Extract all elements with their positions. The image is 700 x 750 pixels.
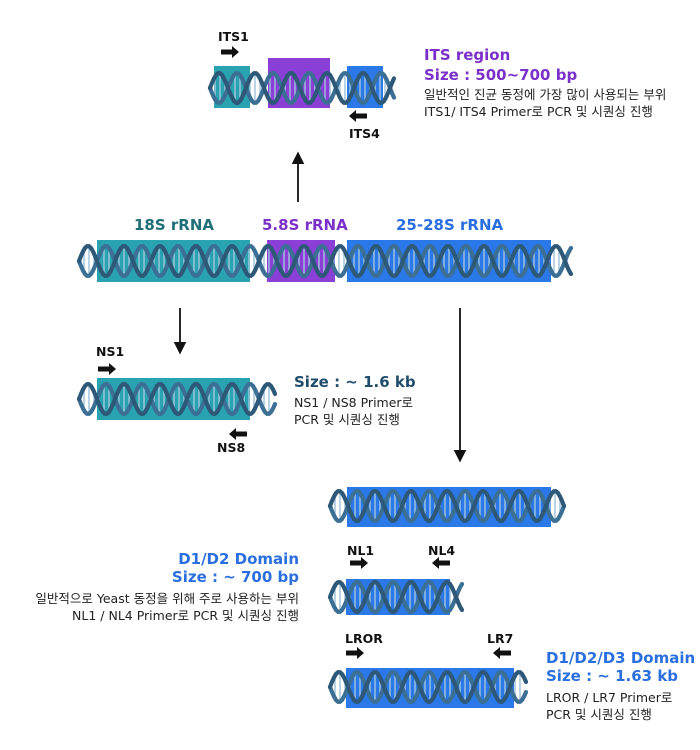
primer-ns1-label: NS1 — [96, 344, 125, 359]
helix-d1d2d3 — [327, 670, 529, 704]
d1d2d3-title: D1/D2/D3 Domain — [546, 649, 696, 667]
primer-its1-arrow — [221, 46, 239, 58]
label-18s-rrna: 18S rRNA — [134, 216, 215, 234]
primer-its4-arrow — [349, 110, 367, 122]
its-size: Size : 500~700 bp — [424, 66, 578, 84]
primer-ns1-arrow — [98, 363, 116, 375]
flow-arrows — [173, 151, 467, 463]
d1d2-desc-2: NL1 / NL4 Primer로 PCR 및 시퀀싱 진행 — [72, 608, 299, 623]
label-58s-rrna: 5.8S rRNA — [262, 216, 348, 234]
primer-lror-label: LROR — [345, 631, 383, 646]
helix-rrna — [76, 244, 574, 278]
dna-helices — [76, 71, 574, 704]
primer-nl4-arrow — [432, 557, 450, 569]
d1d2d3-size: Size : ~ 1.63 kb — [546, 667, 679, 685]
primer-nl4-label: NL4 — [428, 543, 456, 558]
primer-lr7-label: LR7 — [487, 631, 514, 646]
helix-its — [207, 71, 397, 105]
its-title: ITS region — [424, 46, 511, 64]
label-2528s-rrna: 25-28S rRNA — [396, 216, 504, 234]
primer-lror-arrow — [346, 647, 364, 659]
primer-ns8-label: NS8 — [217, 440, 246, 455]
helix-d1d2 — [327, 580, 465, 614]
primer-nl1-arrow — [350, 557, 368, 569]
its-desc-2: ITS1/ ITS4 Primer로 PCR 및 시퀀싱 진행 — [424, 104, 653, 119]
primer-lr7-arrow — [493, 647, 511, 659]
d1d2d3-desc-2: PCR 및 시퀀싱 진행 — [546, 707, 652, 722]
its-desc-1: 일반적인 진균 동정에 가장 많이 사용되는 부위 — [424, 87, 667, 102]
d1d2-size: Size : ~ 700 bp — [171, 568, 299, 586]
primer-ns8-arrow — [229, 428, 247, 440]
d1d2d3-desc-1: LROR / LR7 Primer로 — [546, 690, 673, 705]
primer-nl1-label: NL1 — [347, 543, 375, 558]
d1d2-desc-1: 일반적으로 Yeast 동정을 위해 주로 사용하는 부위 — [35, 591, 299, 606]
primer-its4-label: ITS4 — [349, 126, 380, 141]
primer-arrows — [98, 46, 511, 659]
helix-lsu — [327, 489, 567, 523]
ns-desc-1: NS1 / NS8 Primer로 — [294, 395, 414, 410]
d1d2-title: D1/D2 Domain — [178, 550, 299, 568]
helix-ns — [76, 382, 278, 416]
ns-size: Size : ~ 1.6 kb — [294, 373, 416, 391]
ns-desc-2: PCR 및 시퀀싱 진행 — [294, 412, 400, 427]
primer-its1-label: ITS1 — [218, 29, 249, 44]
